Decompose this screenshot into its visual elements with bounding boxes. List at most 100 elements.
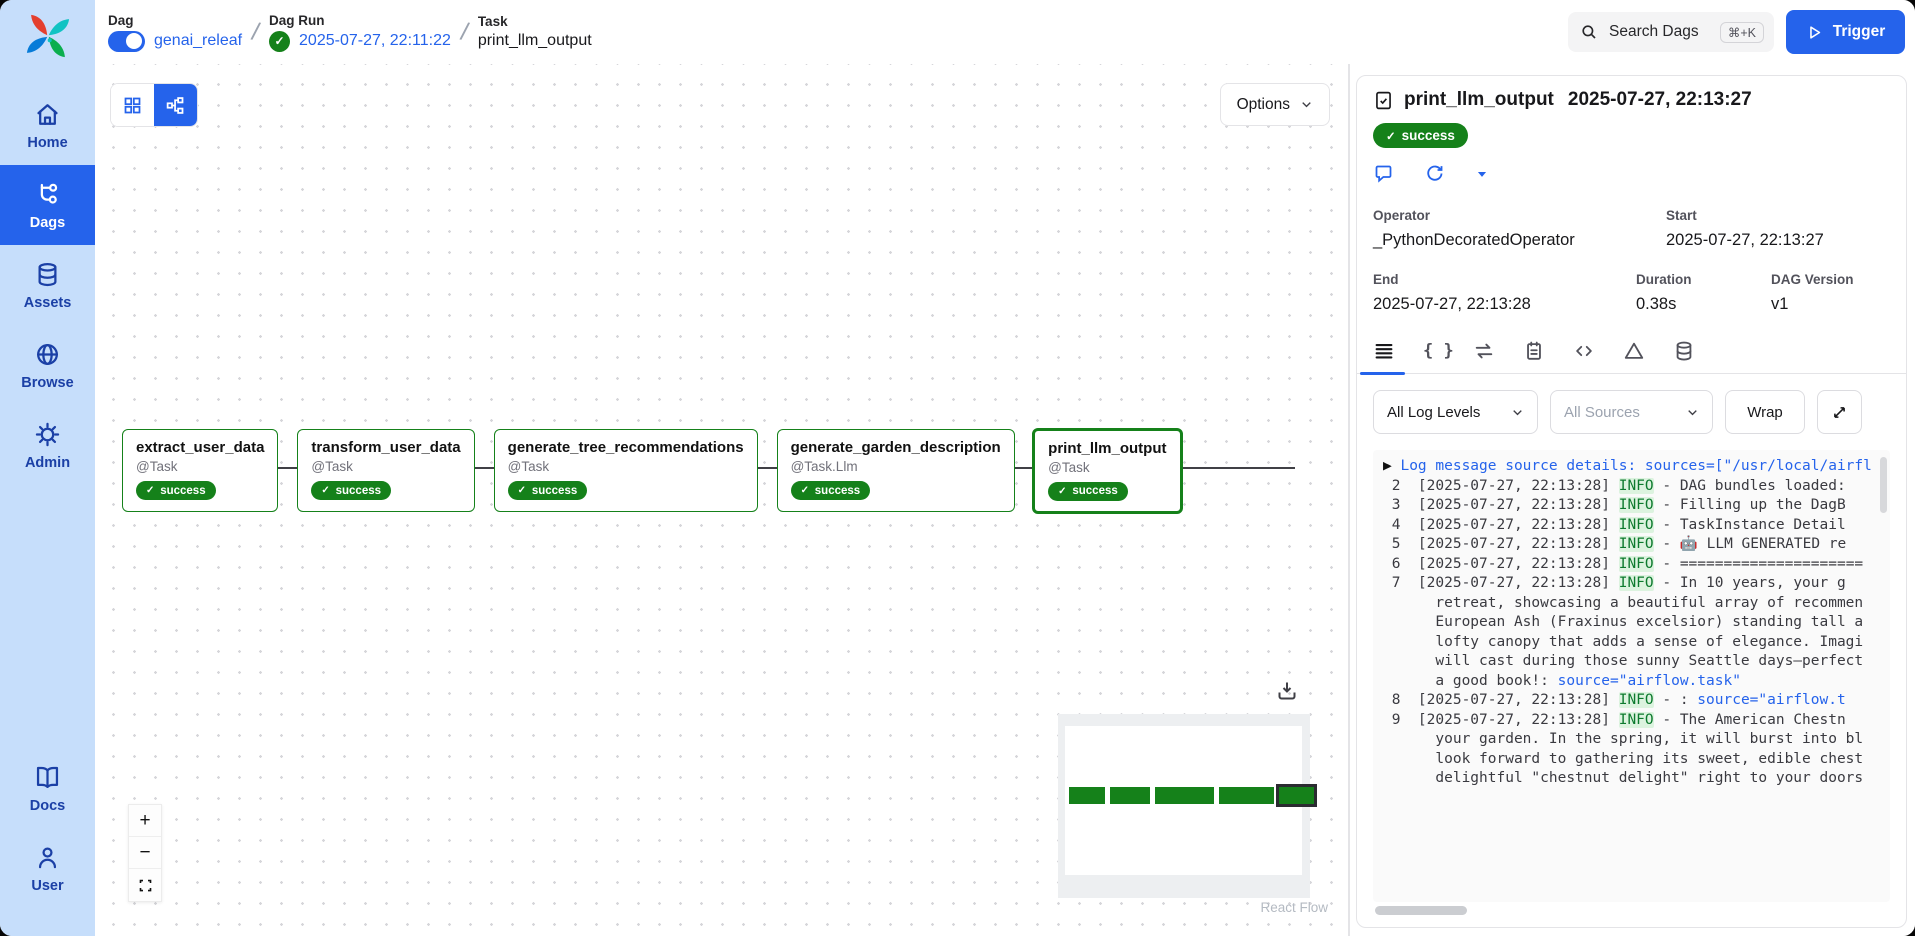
panel-resize-divider[interactable]: [1348, 64, 1350, 936]
log-content[interactable]: ▶ Log message source details: sources=["…: [1373, 450, 1890, 902]
grid-icon: [122, 95, 143, 116]
dag-label: Dag: [108, 12, 134, 28]
topbar: Dag genai_releaf / Dag Run ✓ 2025-07-27,…: [95, 0, 1915, 64]
log-line: 5 [2025-07-27, 22:13:28] INFO - 🤖 LLM GE…: [1383, 536, 1847, 552]
graph-node-print_llm_output[interactable]: print_llm_output @Task ✓success: [1032, 427, 1183, 514]
chevron-down-icon: [1302, 102, 1311, 108]
log-link[interactable]: Log message source details: sources=["/u…: [1400, 458, 1872, 474]
sidebar-item-user[interactable]: User: [0, 828, 95, 908]
expand-logs-button[interactable]: [1817, 390, 1862, 434]
grid-view-button[interactable]: [111, 84, 154, 126]
task-name: print_llm_output: [477, 32, 592, 49]
main-column: Dag genai_releaf / Dag Run ✓ 2025-07-27,…: [95, 0, 1915, 936]
log-line: your garden. In the spring, it will burs…: [1383, 731, 1864, 747]
home-icon: [34, 101, 61, 128]
check-icon: ✓: [800, 485, 809, 496]
status-badge: ✓success: [136, 481, 216, 500]
trigger-button[interactable]: Trigger: [1786, 10, 1905, 54]
comment-icon[interactable]: [1373, 163, 1394, 184]
node-title: extract_user_data: [136, 439, 265, 456]
caret-down-icon[interactable]: [1475, 167, 1489, 181]
zoom-controls: + −: [128, 804, 162, 902]
sidebar-item-home[interactable]: Home: [0, 85, 95, 165]
minimap[interactable]: [1058, 714, 1317, 898]
minimap-node: [1110, 787, 1150, 804]
check-icon: ✓: [1058, 485, 1067, 497]
minimap-viewport: [1065, 726, 1317, 875]
breadcrumb-dag-run: Dag Run ✓ 2025-07-27, 22:11:22: [269, 13, 451, 52]
log-vertical-scrollbar[interactable]: [1880, 457, 1887, 513]
view-toggle: [110, 83, 198, 127]
tab-details[interactable]: [1523, 340, 1545, 362]
zoom-out-button[interactable]: −: [129, 837, 161, 869]
zoom-in-button[interactable]: +: [129, 805, 161, 837]
fit-view-button[interactable]: [129, 869, 161, 901]
panel-task-timestamp: 2025-07-27, 22:13:27: [1567, 89, 1752, 110]
dag-pause-toggle[interactable]: [108, 30, 145, 52]
log-line: delightful "chestnut delight" right to y…: [1383, 770, 1864, 786]
sidebar-item-browse[interactable]: Browse: [0, 325, 95, 405]
book-icon: [34, 764, 61, 791]
dag-run-link[interactable]: 2025-07-27, 22:11:22: [299, 32, 451, 49]
field-start: Start 2025-07-27, 22:13:27: [1666, 208, 1824, 249]
sidebar-item-dags[interactable]: Dags: [0, 165, 95, 245]
node-title: transform_user_data: [311, 439, 461, 456]
log-link[interactable]: source="airflow.task": [1557, 672, 1741, 689]
braces-icon: { }: [1423, 341, 1454, 361]
graph-node-extract_user_data[interactable]: extract_user_data @Task ✓success: [122, 429, 279, 512]
sidebar-item-assets[interactable]: Assets: [0, 245, 95, 325]
graph-node-transform_user_data[interactable]: transform_user_data @Task ✓success: [297, 429, 475, 512]
tab-rendered[interactable]: [1473, 340, 1495, 362]
dag-graph-canvas[interactable]: Options extract_user_data @Task ✓success…: [95, 64, 1348, 936]
search-shortcut-kbd: ⌘+K: [1719, 21, 1764, 43]
log-link[interactable]: source="airflow.t: [1697, 692, 1846, 708]
search-dags-input[interactable]: Search Dags ⌘+K: [1568, 12, 1774, 52]
tab-logs[interactable]: [1373, 340, 1395, 362]
sidebar-item-admin[interactable]: Admin: [0, 405, 95, 485]
tab-events[interactable]: [1623, 340, 1645, 362]
download-image-icon[interactable]: [1275, 679, 1299, 703]
dag-run-label: Dag Run: [269, 12, 325, 28]
log-line: 2 [2025-07-27, 22:13:28] INFO - DAG bund…: [1383, 477, 1855, 494]
dag-name-link[interactable]: genai_releaf: [154, 32, 243, 49]
graph-node-generate_tree_recommendations[interactable]: generate_tree_recommendations @Task ✓suc…: [493, 429, 758, 512]
wrap-button[interactable]: Wrap: [1725, 390, 1805, 434]
log-level-select[interactable]: All Log Levels: [1373, 390, 1538, 434]
active-tab-indicator: [1360, 372, 1405, 375]
content-row: Options extract_user_data @Task ✓success…: [95, 64, 1915, 936]
graph-icon: [165, 95, 186, 116]
minimap-node: [1155, 787, 1214, 804]
tab-asset-events[interactable]: [1673, 340, 1695, 362]
tab-code[interactable]: [1573, 340, 1595, 362]
graph-view-button[interactable]: [154, 84, 197, 126]
sidebar-nav: Home Dags Assets Browse Admin: [0, 85, 95, 485]
breadcrumb-separator: /: [249, 17, 262, 46]
options-button[interactable]: Options: [1219, 83, 1330, 126]
chevron-down-icon: [1688, 409, 1697, 415]
check-icon: ✓: [321, 485, 330, 496]
log-line: 6 [2025-07-27, 22:13:28] INFO - ========…: [1383, 555, 1864, 572]
log-horizontal-scrollbar[interactable]: [1375, 906, 1467, 915]
airflow-pinwheel-logo[interactable]: [21, 9, 75, 61]
node-subtitle: @Task: [1048, 459, 1090, 475]
fit-view-icon: [138, 878, 153, 893]
tab-xcom[interactable]: { }: [1423, 340, 1454, 362]
refresh-icon[interactable]: [1424, 163, 1445, 184]
log-line: ▶ Log message source details: sources=["…: [1383, 458, 1872, 474]
dag-graph-icon: [34, 181, 61, 208]
sidebar-item-docs[interactable]: Docs: [0, 748, 95, 828]
log-line: 3 [2025-07-27, 22:13:28] INFO - Filling …: [1383, 497, 1846, 513]
minimap-node: [1276, 784, 1317, 807]
log-source-select[interactable]: All Sources: [1550, 390, 1713, 434]
breadcrumb-dag: Dag genai_releaf: [108, 13, 242, 52]
check-icon: ✓: [146, 485, 155, 496]
minimap-node: [1069, 787, 1105, 804]
log-line: 4 [2025-07-27, 22:13:28] INFO - TaskInst…: [1383, 516, 1846, 533]
node-subtitle: @Task: [311, 459, 353, 474]
graph-node-generate_garden_description[interactable]: generate_garden_description @Task.Llm ✓s…: [776, 429, 1015, 512]
node-subtitle: @Task.Llm: [790, 459, 858, 474]
breadcrumb-separator: /: [458, 17, 471, 46]
check-icon: ✓: [517, 485, 526, 496]
node-title: generate_tree_recommendations: [507, 439, 744, 456]
task-label: Task: [477, 14, 508, 29]
